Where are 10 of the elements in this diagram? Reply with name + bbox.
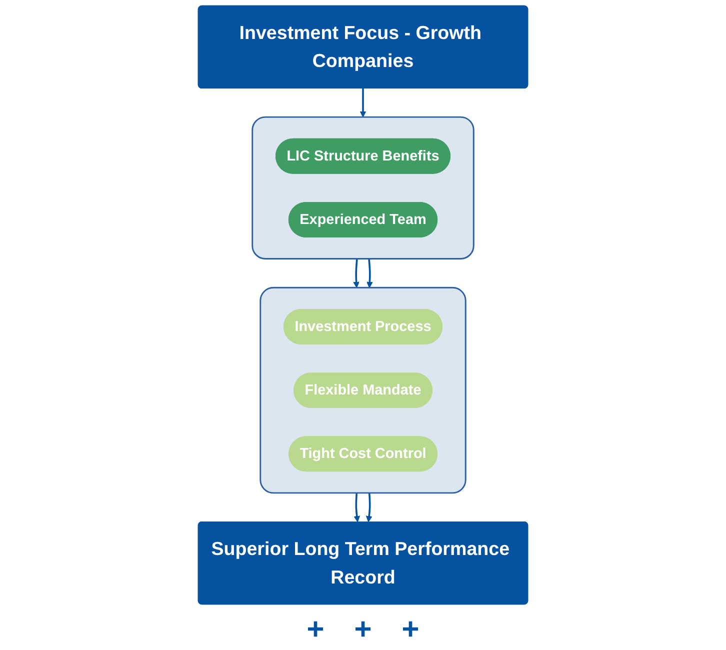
plus-sign: + bbox=[306, 613, 324, 647]
cluster bbox=[252, 116, 474, 260]
arrow bbox=[353, 258, 360, 288]
arrow bbox=[354, 492, 360, 522]
plus-sign: + bbox=[354, 613, 372, 647]
arrow bbox=[360, 88, 366, 118]
arrow bbox=[366, 492, 372, 522]
plus-sign: + bbox=[402, 613, 420, 647]
arrow bbox=[366, 258, 373, 288]
cluster bbox=[260, 286, 466, 494]
